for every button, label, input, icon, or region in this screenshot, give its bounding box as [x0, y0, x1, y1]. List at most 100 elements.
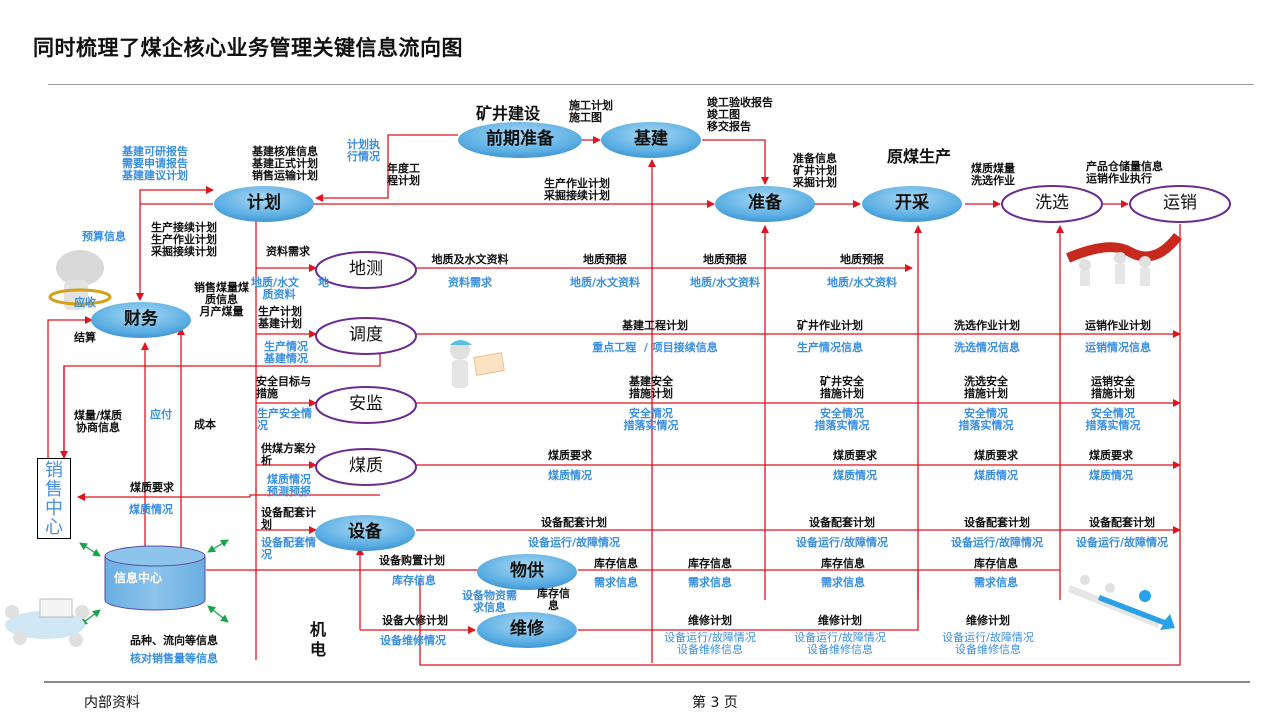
label-annual-plan: 年度工 程计划 [387, 162, 420, 187]
label-stock-info-mid: 库存信 息 [537, 587, 570, 612]
info-center-label[interactable]: 信息中心 [114, 571, 163, 585]
team-pushing-arrow-illustration [1066, 232, 1182, 286]
node-label-geo[interactable]: 地测 [349, 259, 383, 279]
label-construction-plan: 施工计划 施工图 [569, 99, 613, 124]
row-supply-top-label: 库存信息 [594, 557, 638, 570]
row-geo-top-label: 地质预报 [703, 253, 747, 266]
flow-construction-to-prepare [702, 139, 769, 185]
label-prod-plan: 生产作业计划 采掘接续计划 [544, 177, 610, 202]
label-material-demand: 设备物资需 求信息 [462, 589, 517, 614]
row-safety-top-label: 洗选安全 措施计划 [964, 375, 1008, 400]
node-supply [477, 554, 577, 590]
row-dispatch-top-label: 洗选作业计划 [954, 319, 1020, 332]
row-coal-top-label: 煤质要求 [548, 449, 592, 462]
row-equip-bottom-label: 设备运行/故障情况 [795, 536, 889, 549]
label-receivable: 应收 [74, 296, 96, 309]
row-maint-top-label: 维修计划 [966, 614, 1010, 627]
node-equipment [315, 515, 415, 551]
outline-nodes [315, 185, 1231, 486]
label-geo-hydro-left: 地质/水文 质资料 [251, 276, 300, 301]
row-safety-bottom-label: 安全情况 措落实情况 [623, 407, 679, 432]
row-supply-bottom-label: 需求信息 [974, 576, 1018, 589]
row-dispatch-bottom-label: 运销情况信息 [1085, 341, 1151, 354]
node-label-safety[interactable]: 安监 [349, 394, 383, 414]
node-label-maintenance[interactable]: 维修 [510, 619, 544, 639]
row-equip-top-label: 设备配套计划 [541, 516, 607, 529]
node-label-plan[interactable]: 计划 [247, 193, 281, 213]
row-maint-bottom-label: 设备运行/故障情况 设备维修信息 [794, 631, 886, 656]
label-plan-inputs: 基建可研报告 需要申请报告 基建建议计划 [122, 145, 188, 182]
label-coal-amount: 煤量/煤质 协商信息 [74, 409, 123, 434]
row-geo-top-label: 地质及水文资料 [431, 253, 509, 266]
row-supply-bottom-label: 需求信息 [594, 576, 638, 589]
node-prepare [715, 186, 815, 222]
row-maint-top-label: 维修计划 [688, 614, 732, 627]
label-equip-purchase: 设备购置计划 [379, 554, 445, 567]
node-label-transport-sales[interactable]: 运销 [1163, 193, 1197, 213]
footer-label: 内部资料 [84, 695, 140, 711]
row-equip-top-label: 设备配套计划 [809, 516, 875, 529]
row-safety-top-label: 运销安全 措施计划 [1091, 375, 1135, 400]
row-dispatch-bottom-label: 洗选情况信息 [954, 341, 1020, 354]
meeting-table-illustration [5, 598, 89, 647]
row-coal-top-label: 煤质要求 [833, 449, 877, 462]
node-transport-sales [1129, 185, 1231, 223]
label-equip-status-left: 设备配套情 况 [261, 536, 316, 561]
node-label-coal-quality[interactable]: 煤质 [349, 456, 383, 476]
row-geo-bottom-label: 地质/水文资料 [689, 276, 761, 289]
label-cost: 成本 [194, 418, 216, 431]
node-label-finance[interactable]: 财务 [124, 309, 158, 329]
node-label-supply[interactable]: 物供 [510, 561, 544, 581]
label-variety-flow: 品种、流向等信息 [130, 634, 218, 647]
node-label-equipment[interactable]: 设备 [348, 522, 382, 542]
row-dispatch-bottom-label: 生产情况信息 [797, 341, 863, 354]
label-plan-exec: 计划执 行情况 [347, 138, 380, 163]
flow-prep-to-plan [315, 134, 458, 202]
node-label-washing[interactable]: 洗选 [1035, 193, 1069, 213]
info-center-cylinder [104, 545, 206, 611]
row-dispatch-top-label: 运销作业计划 [1085, 319, 1151, 332]
node-label-dispatch[interactable]: 调度 [349, 325, 383, 345]
magnifier-figure-illustration [48, 250, 112, 310]
row-safety-bottom-label: 安全情况 措落实情况 [958, 407, 1014, 432]
row-geo-top-label: 地质预报 [583, 253, 627, 266]
row-coal-top-label: 煤质要求 [1089, 449, 1133, 462]
node-label-prepare[interactable]: 准备 [748, 193, 782, 213]
row-geo-bottom-label: 地质/水文资料 [569, 276, 641, 289]
label-coal-blend: 供煤方案分 析 [261, 442, 316, 467]
label-geo-extra: 地 [318, 276, 329, 289]
label-coal-forecast: 煤质情况 预测预报 [267, 473, 311, 498]
row-supply-top-label: 库存信息 [974, 557, 1018, 570]
sales-center-box[interactable]: 销 售 中 心 [37, 458, 71, 539]
node-label-prep[interactable]: 前期准备 [486, 129, 554, 149]
node-washing [1001, 185, 1103, 223]
header-divider [48, 84, 1254, 85]
node-dispatch [315, 317, 417, 355]
node-label-mining[interactable]: 开采 [895, 193, 929, 213]
node-construction [601, 122, 701, 158]
label-stock-info-blue: 库存信息 [392, 574, 436, 587]
node-plan [214, 186, 314, 222]
row-supply-bottom-label: 需求信息 [821, 576, 865, 589]
label-sales-coal-info: 销售煤量煤 质信息 月产煤量 [194, 281, 249, 318]
row-safety-bottom-label: 安全情况 措落实情况 [1085, 407, 1141, 432]
label-maint-status: 设备维修情况 [380, 634, 446, 647]
label-completion: 竣工验收报告 竣工图 移交报告 [707, 96, 773, 133]
label-coal-status-sales: 煤质情况 [129, 503, 173, 516]
row-safety-top-label: 矿井安全 措施计划 [820, 375, 864, 400]
row-equip-top-label: 设备配套计划 [964, 516, 1030, 529]
label-equip-plan-left: 设备配套计 划 [261, 506, 316, 531]
row-safety-bottom-label: 安全情况 措落实情况 [814, 407, 870, 432]
row-maint-bottom-label: 设备运行/故障情况 设备维修信息 [664, 631, 756, 656]
row-supply-top-label: 库存信息 [821, 557, 865, 570]
node-mining [862, 186, 962, 222]
node-prep-stage [458, 122, 582, 158]
label-prep-info: 准备信息 矿井计划 采掘计划 [793, 152, 837, 189]
label-coal-wash: 煤质煤量 洗选作业 [971, 162, 1015, 187]
section-mine-construction: 矿井建设 [476, 104, 541, 123]
row-dispatch-bottom-label: 重点工程 / 项目接续信息 [592, 341, 718, 354]
row-dispatch-top-label: 矿井作业计划 [797, 319, 863, 332]
label-plan-outputs: 基建核准信息 基建正式计划 销售运输计划 [252, 145, 318, 182]
label-prod-safety: 生产安全情 况 [257, 407, 312, 432]
node-label-construction[interactable]: 基建 [634, 129, 668, 149]
